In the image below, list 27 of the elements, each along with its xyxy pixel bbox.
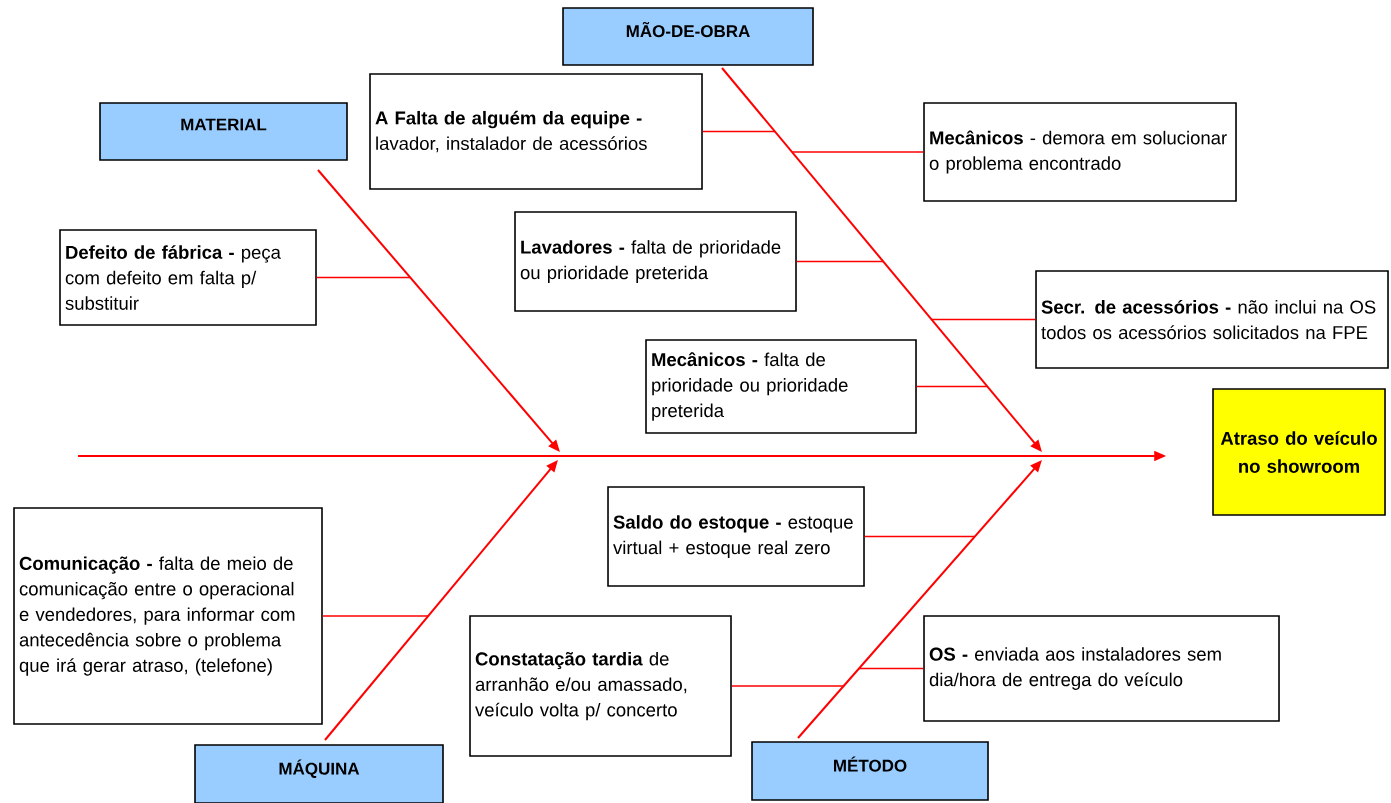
- cause-box: Mecânicos - falta de prioridade ou prioridade preterida: [645, 339, 917, 434]
- cause-box: A Falta de alguém da equipe - lavador, instalador de acessórios: [369, 73, 703, 190]
- connector-line: [930, 318, 1036, 321]
- cause-box: Defeito de fábrica - peça com defeito em falta p/ substituir: [59, 229, 317, 326]
- cause-box: Lavadores - falta de prioridade ou prioridade preterida: [514, 211, 797, 312]
- cause-box: Constatação tardia de arranhão e/ou amassado, veículo volta p/ concerto: [469, 615, 732, 757]
- connector-line: [731, 685, 845, 687]
- cause-box: Mecânicos - demora em solucionar o problema encontrado: [923, 102, 1237, 202]
- connector-line: [702, 130, 776, 133]
- effect-box: Atraso do veículo no showroom: [1212, 388, 1386, 516]
- connector-line: [858, 667, 924, 670]
- connector-line: [791, 151, 924, 153]
- connector-line: [864, 535, 976, 538]
- category-box: MÃO-DE-OBRA: [562, 7, 814, 66]
- arrow: [317, 169, 560, 452]
- connector-line: [916, 385, 989, 388]
- cause-box: Saldo do estoque - estoque virtual + estoque real zero: [607, 486, 865, 587]
- connector-line: [322, 615, 429, 617]
- connector-line: [316, 276, 411, 279]
- cause-box: Comunicação - falta de meio de comunicação entre o operacional e vendedores, para informar com antecedência sobre o problema que irá gerar atraso, (telefone): [13, 507, 323, 725]
- connector-line: [796, 260, 884, 263]
- arrow: [797, 460, 1042, 739]
- category-box: MÁQUINA: [194, 744, 444, 803]
- cause-box: OS - enviada aos instaladores sem dia/hora de entrega do veículo: [923, 615, 1280, 722]
- category-box: MÉTODO: [751, 741, 989, 801]
- cause-box: Secr. de acessórios - não inclui na OS todos os acessórios solicitados na FPE: [1035, 270, 1389, 369]
- category-box: MATERIAL: [99, 102, 348, 161]
